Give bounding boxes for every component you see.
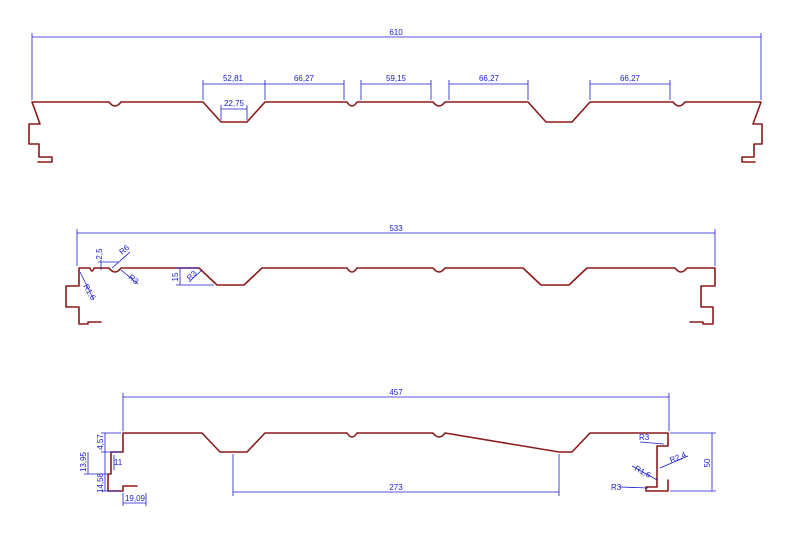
dim-r16-leader: [79, 271, 95, 301]
dim-11-label: 11: [114, 458, 123, 467]
dim-6627b-label: 66,27: [479, 74, 500, 83]
dim-r3a-leader: [120, 269, 139, 285]
dim-r16b-label: R1,6: [633, 464, 653, 480]
profile-533-outline: [65, 267, 716, 325]
dim-6627c-label: 66,27: [620, 74, 641, 83]
dim-50-label: 50: [703, 458, 712, 467]
dim-r6-leader: [111, 251, 131, 269]
dim-6627a-label: 66,27: [294, 74, 315, 83]
dim-r6-label: R6: [118, 243, 132, 257]
dim-457a-label: 4,57: [96, 434, 105, 450]
dim-5281-label: 52,81: [223, 74, 244, 83]
profile-533: 533 2,5 R6 R3 R1,6 15 R3: [65, 224, 716, 325]
dim-2275-label: 22,75: [224, 99, 245, 108]
dim-1395-label: 13,95: [79, 451, 88, 472]
dim-r3b-leader: [188, 269, 203, 283]
dim-r16b-leader: [631, 465, 658, 481]
dim-1909-label: 19,09: [125, 494, 146, 503]
dim-610-label: 610: [389, 28, 403, 37]
dim-r24-leader: [659, 455, 689, 469]
dim-r16-label: R1,6: [81, 283, 98, 303]
dim-533-label: 533: [389, 224, 403, 233]
dim-r3d-label: R3: [611, 483, 622, 492]
dim-r3b-label: R3: [185, 268, 199, 282]
dim-r3c-leader: [639, 441, 665, 445]
profile-610: 610 52,81 22,75 66,27 59,15 66,27 66,27: [28, 28, 763, 163]
dim-r3c-label: R3: [639, 433, 650, 442]
profile-457-outline: [107, 432, 669, 492]
dim-1458-label: 14,58: [96, 472, 105, 493]
dim-457-label: 457: [389, 388, 403, 397]
dim-15-label: 15: [171, 272, 180, 281]
profile-610-outline: [28, 101, 763, 163]
profile-457: 457 273 50 4,57 13,95 11 14,58 19,09 R3 …: [79, 388, 716, 506]
dim-r24-label: R2,4: [668, 450, 688, 465]
dim-r3a-label: R3: [127, 273, 141, 287]
dim-273-label: 273: [389, 483, 403, 492]
dim-25-label: 2,5: [95, 248, 104, 260]
dim-5915-label: 59,15: [386, 74, 407, 83]
dim-r3d-leader: [619, 486, 649, 489]
